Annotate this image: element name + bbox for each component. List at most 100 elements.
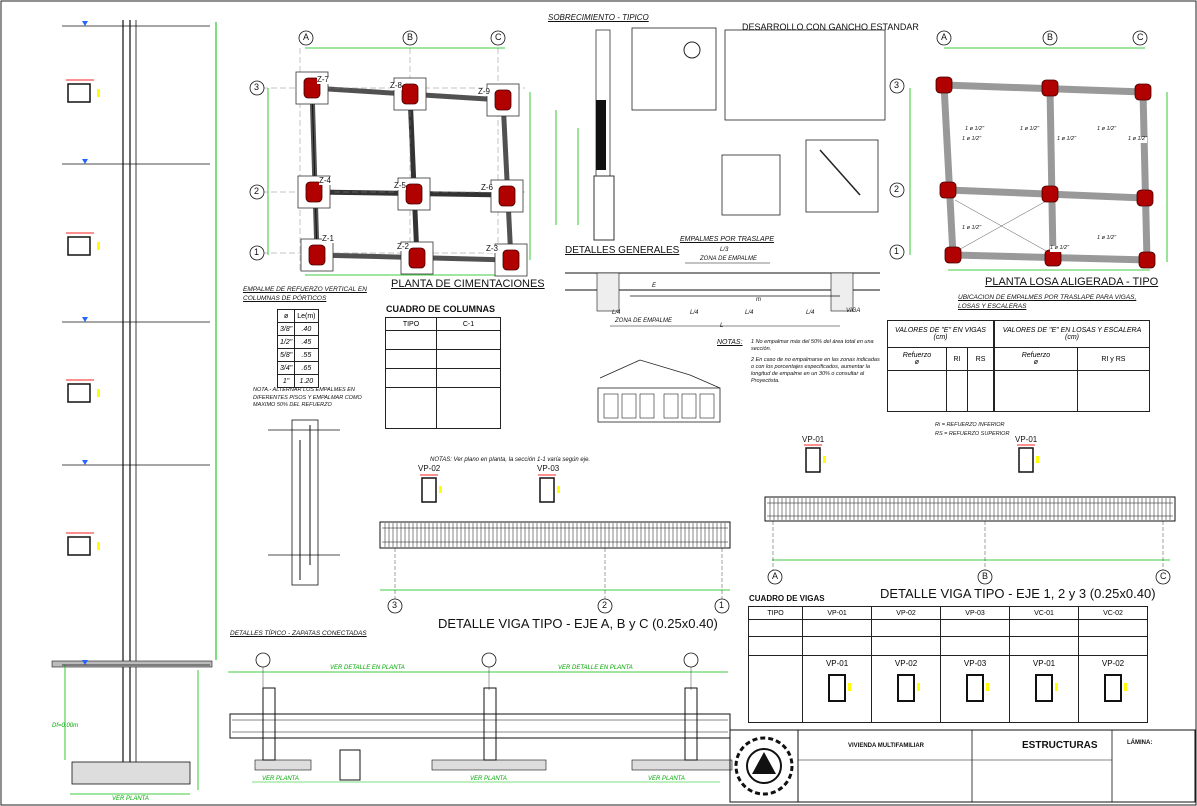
slab-row-3: 3: [894, 80, 900, 90]
columns-table-title: CUADRO DE COLUMNAS: [386, 304, 495, 314]
lap-header-le: Le(m): [294, 309, 319, 323]
valores-e-losas-table: VALORES DE "E" EN LOSAS Y ESCALERA(cm) R…: [994, 320, 1151, 412]
column-marker: [305, 181, 323, 203]
fnd-axis-bubble: [402, 30, 418, 46]
footing-label-Z-3: Z-3: [486, 244, 498, 253]
lightened-slab-section: [597, 359, 721, 423]
column-section: [67, 383, 91, 403]
column-marker: [939, 181, 957, 199]
column-marker: [405, 183, 423, 205]
fnd-axis-bubble: [298, 30, 314, 46]
slab-rebar-label: 1 ø 1/2": [1097, 126, 1117, 133]
detalles-generales-title: DETALLES GENERALES: [565, 245, 680, 256]
ver-planta-2: VER PLANTA: [470, 776, 507, 782]
zona-empalme-bottom: ZONA DE EMPALME: [615, 318, 673, 324]
column-section: [67, 236, 91, 256]
footing-label-Z-8: Z-8: [390, 81, 402, 90]
slab-rebar-label: 1 ø 1/2": [1128, 136, 1148, 143]
footing-label-Z-9: Z-9: [478, 87, 490, 96]
lap-bar-size: 5/8": [276, 348, 296, 362]
lap-length: .65: [294, 361, 319, 375]
empalme-vertical-nota: NOTA.- ALTERNAR LOS EMPALMES EN DIFERENT…: [253, 387, 362, 409]
fnd-row-1: 1: [254, 247, 260, 257]
level-marker-icon: [82, 460, 88, 465]
beams-table-section-cell: VP-01: [1009, 655, 1079, 723]
vigas-e-unit: (cm): [933, 334, 948, 341]
footing-label-Z-5: Z-5: [394, 181, 406, 190]
level-marker-icon: [82, 159, 88, 164]
ubicacion-empalmes-title: UBICACION DE EMPALMES POR TRASLAPE PARA …: [958, 294, 1137, 310]
dim-l4-d: L/4: [806, 310, 815, 316]
slab-plan-title: PLANTA LOSA ALIGERADA - TIPO: [985, 276, 1159, 288]
fnd-row-bubble: [249, 80, 265, 96]
column-splice-detail: [268, 419, 340, 586]
column-marker: [1138, 251, 1156, 269]
sobrecimiento-title: SOBRECIMIENTO - TIPICO: [548, 13, 649, 22]
beams-table-title: CUADRO DE VIGAS: [749, 594, 825, 603]
section-tag: [97, 242, 100, 250]
losas-e-title: VALORES DE "E" EN LOSAS Y ESCALERA: [1002, 327, 1142, 334]
beam-section-icon: [1035, 674, 1058, 702]
beam-section-icon: [1104, 674, 1127, 702]
sobrecimiento-detail: [555, 27, 886, 327]
beams-table-header-vp-03: VP-03: [940, 606, 1011, 620]
slab-row-bubble: [889, 78, 905, 94]
foundation-plan-title: PLANTA DE CIMENTACIONES: [391, 278, 545, 290]
beam-section-icon: [828, 674, 852, 702]
vigas-e-rs: RS: [967, 347, 994, 371]
losas-e-rirs: RI y RS: [1076, 347, 1151, 371]
column-marker: [308, 244, 326, 266]
column-marker: [494, 89, 512, 111]
rs-note: RS = REFUERZO SUPERIOR: [935, 431, 1010, 437]
losas-e-unit: (cm): [1065, 334, 1079, 341]
footing-label-Z-1: Z-1: [322, 234, 334, 243]
fnd-axis-B: B: [407, 32, 414, 42]
column-marker: [1041, 79, 1059, 97]
beams-table-section-label: VP-02: [1101, 659, 1125, 668]
beam-left-section-2: VP-03: [537, 464, 560, 473]
beam-left-section-1: VP-02: [418, 464, 441, 473]
dim-l3: L/3: [720, 247, 729, 253]
slab-axis-bubble: [936, 30, 952, 46]
lap-header-phi: ø: [276, 309, 296, 323]
fnd-row-3: 3: [254, 82, 260, 92]
beams-table-section-label: VP-03: [963, 659, 987, 668]
slab-rebar-label: 1 ø 1/2": [1057, 136, 1077, 143]
lap-bar-size: 3/4": [276, 361, 296, 375]
beams-table-section-cell: VP-03: [940, 655, 1011, 723]
viga-label: VIGA: [846, 308, 861, 314]
discipline-name: ESTRUCTURAS: [1022, 740, 1098, 751]
notas-label: NOTAS:: [717, 339, 743, 346]
beamL-axis-bubble: [387, 598, 403, 614]
slab-row-bubble: [889, 182, 905, 198]
column-marker: [935, 76, 953, 94]
slab-row-2: 2: [894, 184, 900, 194]
fnd-row-bubble: [249, 184, 265, 200]
lap-length: .45: [294, 335, 319, 349]
beamL-axis-bubble: [597, 598, 613, 614]
col-header-c1: C-1: [436, 317, 501, 331]
beam-section: [1018, 447, 1034, 473]
ver-planta-1: VER PLANTA: [262, 776, 299, 782]
column-marker: [303, 77, 321, 99]
column-marker: [1134, 83, 1152, 101]
level-marker-icon: [82, 317, 88, 322]
beams-table-section-cell: VP-02: [1078, 655, 1148, 723]
column-marker: [944, 246, 962, 264]
ver-detalle-2: VER DETALLE EN PLANTA: [558, 665, 633, 671]
slab-axis-bubble: [1132, 30, 1148, 46]
lap-bar-size: 1": [276, 374, 296, 388]
vigas-e-refuerzo: Refuerzo: [902, 352, 932, 359]
section-tag: [917, 683, 921, 691]
col-header-tipo: TIPO: [385, 317, 437, 331]
column-marker: [401, 83, 419, 105]
fnd-axis-C: C: [495, 32, 502, 42]
beams-table-header-tipo: TIPO: [747, 606, 804, 620]
slab-rebar-label: 1 ø 1/2": [962, 136, 982, 143]
slab-axis-B: B: [1047, 32, 1054, 42]
dim-m: m: [756, 297, 761, 303]
section-tag: [986, 683, 990, 691]
footing-label-Z-4: Z-4: [319, 176, 331, 185]
